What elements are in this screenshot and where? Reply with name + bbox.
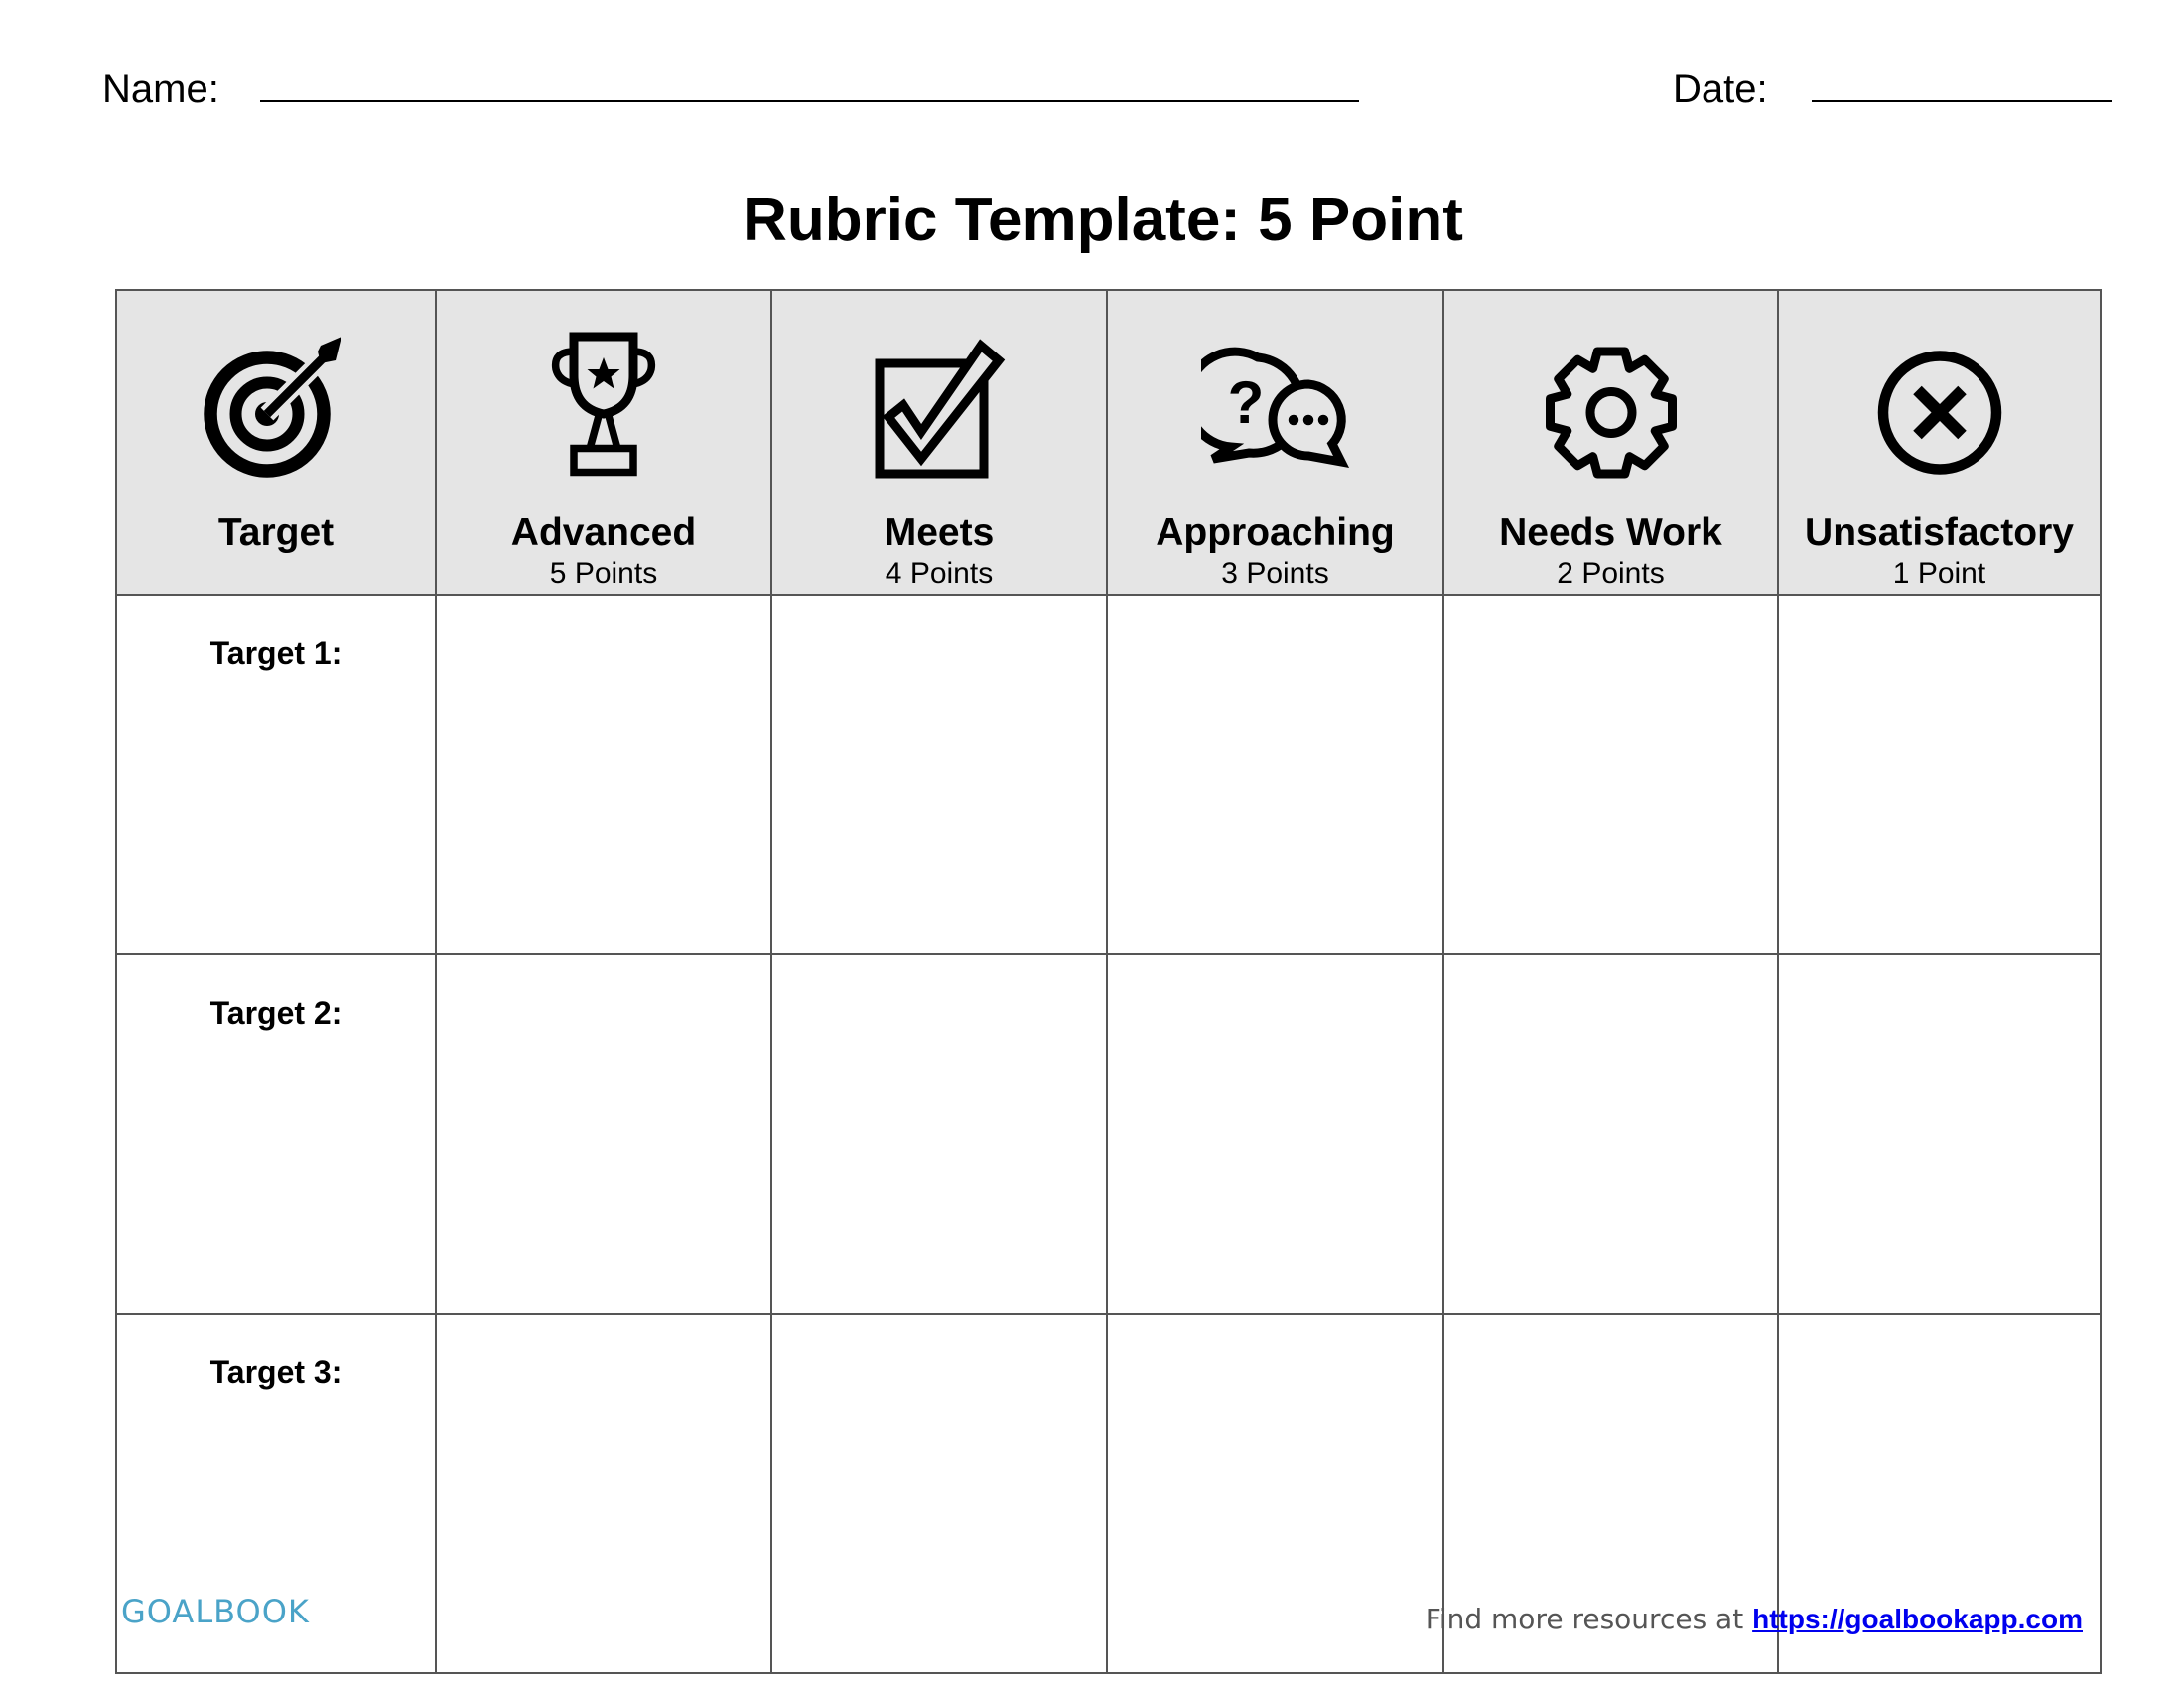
date-label: Date:	[1673, 68, 1768, 111]
name-field[interactable]	[260, 100, 1359, 102]
x-circle-icon	[1877, 351, 2001, 475]
column-label: Advanced	[510, 511, 697, 554]
page-title: Rubric Template: 5 Point	[743, 186, 1463, 254]
column-points: 1 Point	[1892, 557, 1986, 590]
rubric-cell[interactable]	[1106, 953, 1444, 1315]
target-icon	[204, 337, 341, 478]
header-advanced: Advanced 5 Points	[435, 289, 772, 596]
goalbook-link[interactable]: https://goalbookapp.com	[1752, 1604, 2083, 1634]
date-field[interactable]	[1812, 100, 2112, 102]
rubric-cell[interactable]	[435, 594, 772, 955]
header-row: Target Advanced 5 Points Meets 4 Points	[115, 289, 2102, 596]
goalbook-logo: GOALBOOK	[121, 1593, 310, 1630]
row-label: Target 2:	[115, 953, 437, 1315]
column-label: Approaching	[1156, 511, 1395, 554]
rubric-cell[interactable]	[1106, 594, 1444, 955]
rubric-cell[interactable]	[435, 953, 772, 1315]
table-row: Target 3:	[115, 1313, 2102, 1674]
column-label: Meets	[884, 511, 995, 554]
question-chat-icon: ?	[1200, 347, 1349, 469]
rubric-cell[interactable]	[1442, 594, 1779, 955]
checkbox-icon	[875, 339, 1006, 479]
rubric-cell[interactable]	[1106, 1313, 1444, 1674]
column-points: 5 Points	[549, 557, 658, 590]
header-approaching: ? Approaching 3 Points	[1106, 289, 1444, 596]
rubric-cell[interactable]	[1777, 953, 2102, 1315]
table-row: Target 2:	[115, 953, 2102, 1315]
row-label: Target 3:	[115, 1313, 437, 1674]
column-points: 4 Points	[885, 557, 994, 590]
rubric-cell[interactable]	[1777, 1313, 2102, 1674]
svg-text:?: ?	[1227, 369, 1264, 436]
table-row: Target 1:	[115, 594, 2102, 955]
header-target: Target	[115, 289, 437, 596]
rubric-cell[interactable]	[1777, 594, 2102, 955]
trophy-icon	[551, 332, 656, 477]
rubric-cell[interactable]	[1442, 953, 1779, 1315]
column-label: Needs Work	[1499, 511, 1722, 554]
footer: Find more resources at https://goalbooka…	[1426, 1603, 2083, 1635]
header-needs-work: Needs Work 2 Points	[1442, 289, 1779, 596]
column-label: Unsatisfactory	[1805, 511, 2074, 554]
column-label: Target	[217, 511, 335, 554]
header-unsatisfactory: Unsatisfactory 1 Point	[1777, 289, 2102, 596]
row-label: Target 1:	[115, 594, 437, 955]
rubric-table: Target Advanced 5 Points Meets 4 Points	[115, 289, 2102, 1674]
footer-text: Find more resources at	[1425, 1603, 1744, 1635]
column-points: 2 Points	[1557, 557, 1665, 590]
rubric-cell[interactable]	[770, 594, 1108, 955]
column-points: 3 Points	[1221, 557, 1329, 590]
name-label: Name:	[102, 68, 219, 111]
rubric-cell[interactable]	[770, 953, 1108, 1315]
rubric-cell[interactable]	[435, 1313, 772, 1674]
rubric-cell[interactable]	[1442, 1313, 1779, 1674]
header-meets: Meets 4 Points	[770, 289, 1108, 596]
rubric-cell[interactable]	[770, 1313, 1108, 1674]
gear-icon	[1545, 347, 1677, 479]
